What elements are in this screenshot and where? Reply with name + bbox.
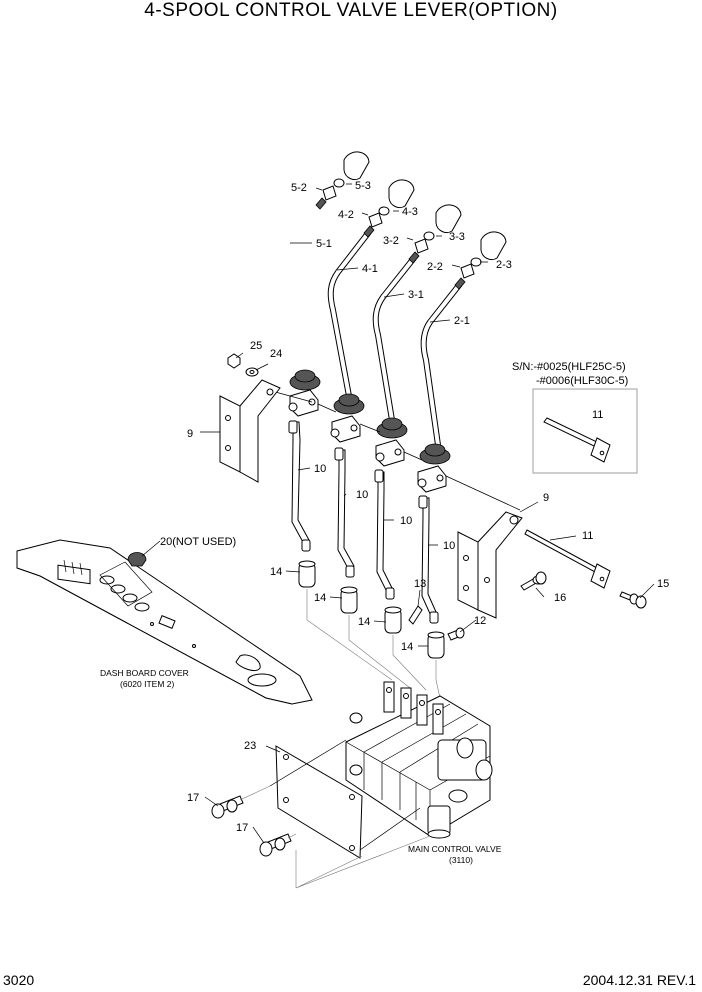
knob-2 <box>460 231 507 279</box>
sleeve-14-set <box>298 560 445 659</box>
label-2-1: 2-1 <box>454 315 470 327</box>
rod-10-b <box>334 447 355 578</box>
part-labels: 5-2 5-3 4-2 4-3 3-2 3-3 2-2 2-3 5-1 4-1 … <box>100 180 669 865</box>
lever-5-1 <box>282 197 327 373</box>
label-10-b: 10 <box>356 489 368 501</box>
rod-10-c <box>374 469 395 600</box>
label-5-1: 5-1 <box>316 238 332 250</box>
bolt-17-lower <box>259 833 292 857</box>
page-number: 3020 <box>3 972 35 988</box>
label-12: 12 <box>474 615 486 627</box>
bolt-12 <box>447 627 465 641</box>
label-20: 20(NOT USED) <box>160 536 236 548</box>
label-14-c: 14 <box>358 616 370 628</box>
pin-13 <box>408 605 423 625</box>
label-23: 23 <box>244 740 256 752</box>
label-3-1: 3-1 <box>408 289 424 301</box>
label-11-inset: 11 <box>592 409 603 421</box>
knob-4 <box>368 179 415 228</box>
label-2-3: 2-3 <box>496 259 512 271</box>
label-9-left: 9 <box>187 428 193 440</box>
label-25: 25 <box>250 340 262 352</box>
label-15: 15 <box>657 578 669 590</box>
label-16: 16 <box>554 592 566 604</box>
note-dash-cover: DASH BOARD COVER <box>100 668 189 678</box>
label-10-a: 10 <box>314 463 326 475</box>
label-13: 13 <box>414 578 426 590</box>
page-title: 4-SPOOL CONTROL VALVE LEVER(OPTION) <box>144 0 558 21</box>
label-24: 24 <box>270 348 282 360</box>
label-9-right: 9 <box>543 492 549 504</box>
knob-3 <box>414 204 462 254</box>
lever-3-1 <box>372 251 420 421</box>
inset-sn-line1: S/N:-#0025(HLF25C-5) <box>512 361 626 373</box>
inset-box <box>532 388 638 474</box>
knob-5 <box>322 151 370 201</box>
bracket-9-left <box>219 379 281 483</box>
rod-10-a <box>288 420 311 552</box>
label-3-3: 3-3 <box>449 231 465 243</box>
label-11-main: 11 <box>582 530 593 542</box>
cover-plate-23 <box>275 745 363 859</box>
label-14-d: 14 <box>401 641 413 653</box>
label-5-2: 5-2 <box>291 182 307 194</box>
bolt-16 <box>520 571 547 591</box>
boot-pivot-4 <box>330 393 365 443</box>
bracket-9-right <box>457 511 523 619</box>
dash-board-cover <box>16 539 313 705</box>
bolt-17-upper <box>211 795 244 819</box>
label-5-3: 5-3 <box>355 180 371 192</box>
rod-10-d <box>418 495 439 624</box>
label-14-b: 14 <box>314 592 326 604</box>
boot-pivot-5 <box>288 369 321 417</box>
label-10-c: 10 <box>400 515 412 527</box>
label-14-a: 14 <box>270 566 282 578</box>
note-main-valve-ref: (3110) <box>449 855 473 865</box>
label-17-b: 17 <box>236 822 248 834</box>
label-4-2: 4-2 <box>338 209 354 221</box>
shaft-11 <box>524 529 611 589</box>
boot-pivot-2 <box>417 443 451 493</box>
bolt-15 <box>619 591 647 609</box>
boot-pivot-3 <box>375 417 408 467</box>
date-revision: 2004.12.31 REV.1 <box>582 972 696 988</box>
washer-24 <box>245 367 259 377</box>
main-control-valve <box>345 681 493 839</box>
label-17-a: 17 <box>187 792 199 804</box>
label-10-d: 10 <box>443 540 455 552</box>
lever-2-1 <box>420 277 466 446</box>
lever-4-1 <box>327 225 375 397</box>
label-4-3: 4-3 <box>402 206 418 218</box>
knob-20 <box>127 552 147 567</box>
note-main-valve: MAIN CONTROL VALVE <box>408 844 502 854</box>
inset-sn-line2: -#0006(HLF30C-5) <box>536 375 628 387</box>
note-dash-cover-ref: (6020 ITEM 2) <box>120 679 174 689</box>
label-4-1: 4-1 <box>362 263 378 275</box>
label-3-2: 3-2 <box>383 235 399 247</box>
label-2-2: 2-2 <box>427 261 443 273</box>
